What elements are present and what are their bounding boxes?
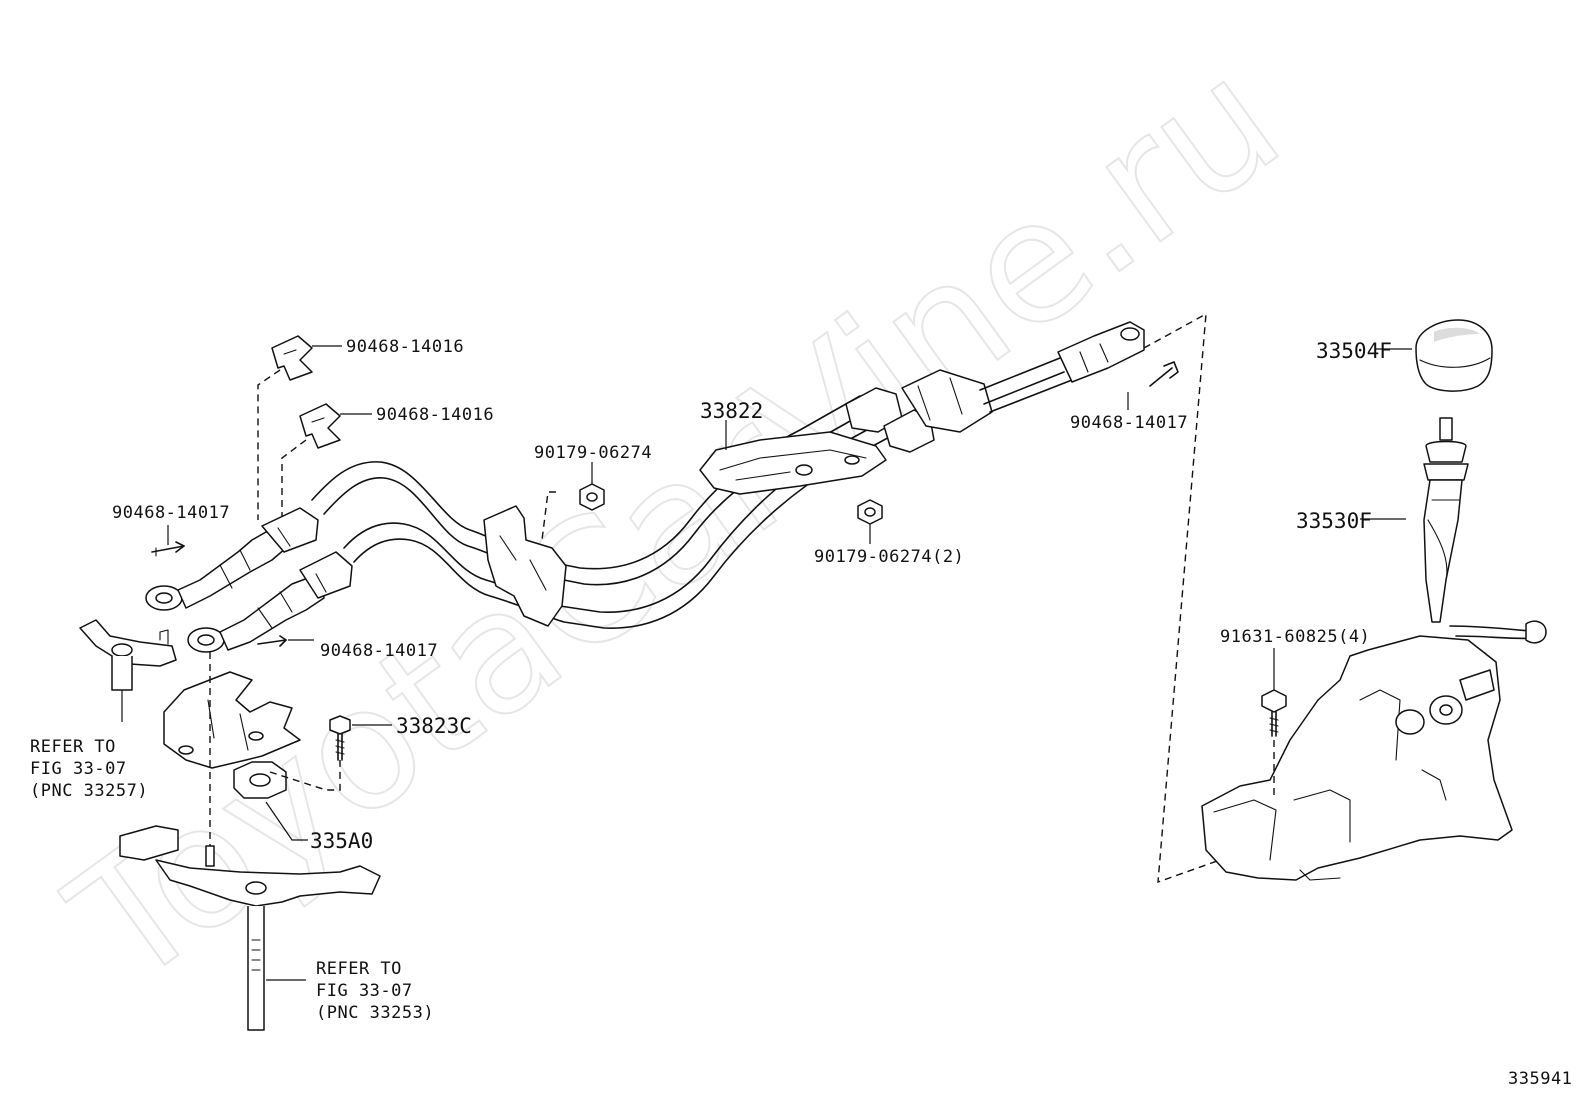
refer-note-upper-line1: REFER TO <box>30 737 116 757</box>
label-clip-upper-2: 90468-14016 <box>376 405 494 425</box>
label-pin-right: 90468-14017 <box>1070 413 1188 433</box>
label-bolt-housing: 91631-60825(4) <box>1220 627 1370 647</box>
shift-lever-link-upper-icon <box>79 619 177 691</box>
pin-left-icon <box>151 541 185 557</box>
label-bracket: 335A0 <box>310 829 373 853</box>
label-pin-left: 90468-14017 <box>112 503 230 523</box>
cable-end-lower-icon <box>187 551 353 653</box>
shift-knob-icon <box>1415 319 1493 392</box>
nut-upper-icon <box>579 483 605 511</box>
shift-cable-assembly-icon <box>311 321 1145 629</box>
refer-note-upper-line2: FIG 33-07 <box>30 759 127 779</box>
shift-lever-icon <box>1423 417 1469 623</box>
refer-note-lower-line3: (PNC 33253) <box>316 1003 434 1023</box>
shift-lever-link-lower-icon <box>119 825 381 1031</box>
bolt-housing-icon <box>1261 689 1287 737</box>
bolt-33823C-icon <box>329 715 351 761</box>
refer-note-upper-line3: (PNC 33257) <box>30 781 148 801</box>
label-bolt-bracket: 33823C <box>396 714 472 738</box>
label-nut-upper: 90179-06274 <box>534 443 652 463</box>
nut-lower-icon <box>857 499 883 525</box>
label-lever: 33530F <box>1296 509 1372 533</box>
clip-upper-1-icon <box>271 335 313 381</box>
refer-note-lower-line2: FIG 33-07 <box>316 981 413 1001</box>
figure-id: 335941 <box>1508 1069 1572 1089</box>
refer-note-upper: REFER TO FIG 33-07 (PNC 33257) <box>30 737 148 801</box>
pin-right-icon <box>1149 361 1179 387</box>
refer-note-lower-line1: REFER TO <box>316 959 402 979</box>
label-knob: 33504F <box>1316 339 1392 363</box>
clip-upper-2-icon <box>299 403 341 449</box>
pin-lower-icon <box>257 635 287 647</box>
shifter-housing-icon <box>1201 620 1547 881</box>
label-pin-lower: 90468-14017 <box>320 641 438 661</box>
label-cable-assy: 33822 <box>700 399 763 423</box>
label-clip-upper-1: 90468-14016 <box>346 337 464 357</box>
cable-end-upper-icon <box>145 507 319 611</box>
label-nut-lower: 90179-06274(2) <box>814 547 964 567</box>
bracket-335A0-icon <box>163 671 301 799</box>
refer-note-lower: REFER TO FIG 33-07 (PNC 33253) <box>316 959 434 1023</box>
